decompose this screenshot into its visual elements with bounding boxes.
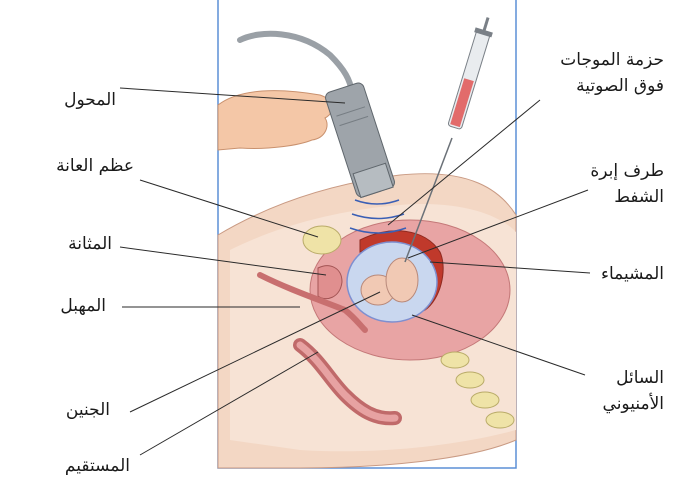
label-ultrasound-beam-line2: فوق الصوتية [560,73,664,99]
label-ultrasound-beam: حزمة الموجات فوق الصوتية [560,47,664,99]
label-rectum: المستقيم [65,454,130,478]
transducer-probe [324,82,396,199]
label-vagina: المهبل [60,294,106,318]
label-pubic-bone: عظم العانة [56,154,134,178]
hand [218,91,332,150]
label-bladder: المثانة [68,232,112,256]
fetus-body [386,258,418,302]
label-needle-tip-line2: الشفط [590,184,664,210]
label-needle-tip-line1: طرف إبرة [590,158,664,184]
label-amniotic-fluid: السائل الأمنيوني [603,365,664,417]
label-amniotic-fluid-line2: الأمنيوني [603,391,664,417]
label-placenta: المشيماء [601,262,664,286]
pubic-bone [303,226,341,254]
probe-cable [240,34,352,92]
label-fetus: الجنين [66,398,110,422]
syringe [446,15,497,130]
label-amniotic-fluid-line1: السائل [603,365,664,391]
label-transducer: المحول [64,88,116,112]
label-ultrasound-beam-line1: حزمة الموجات [560,47,664,73]
label-needle-tip: طرف إبرة الشفط [590,158,664,210]
